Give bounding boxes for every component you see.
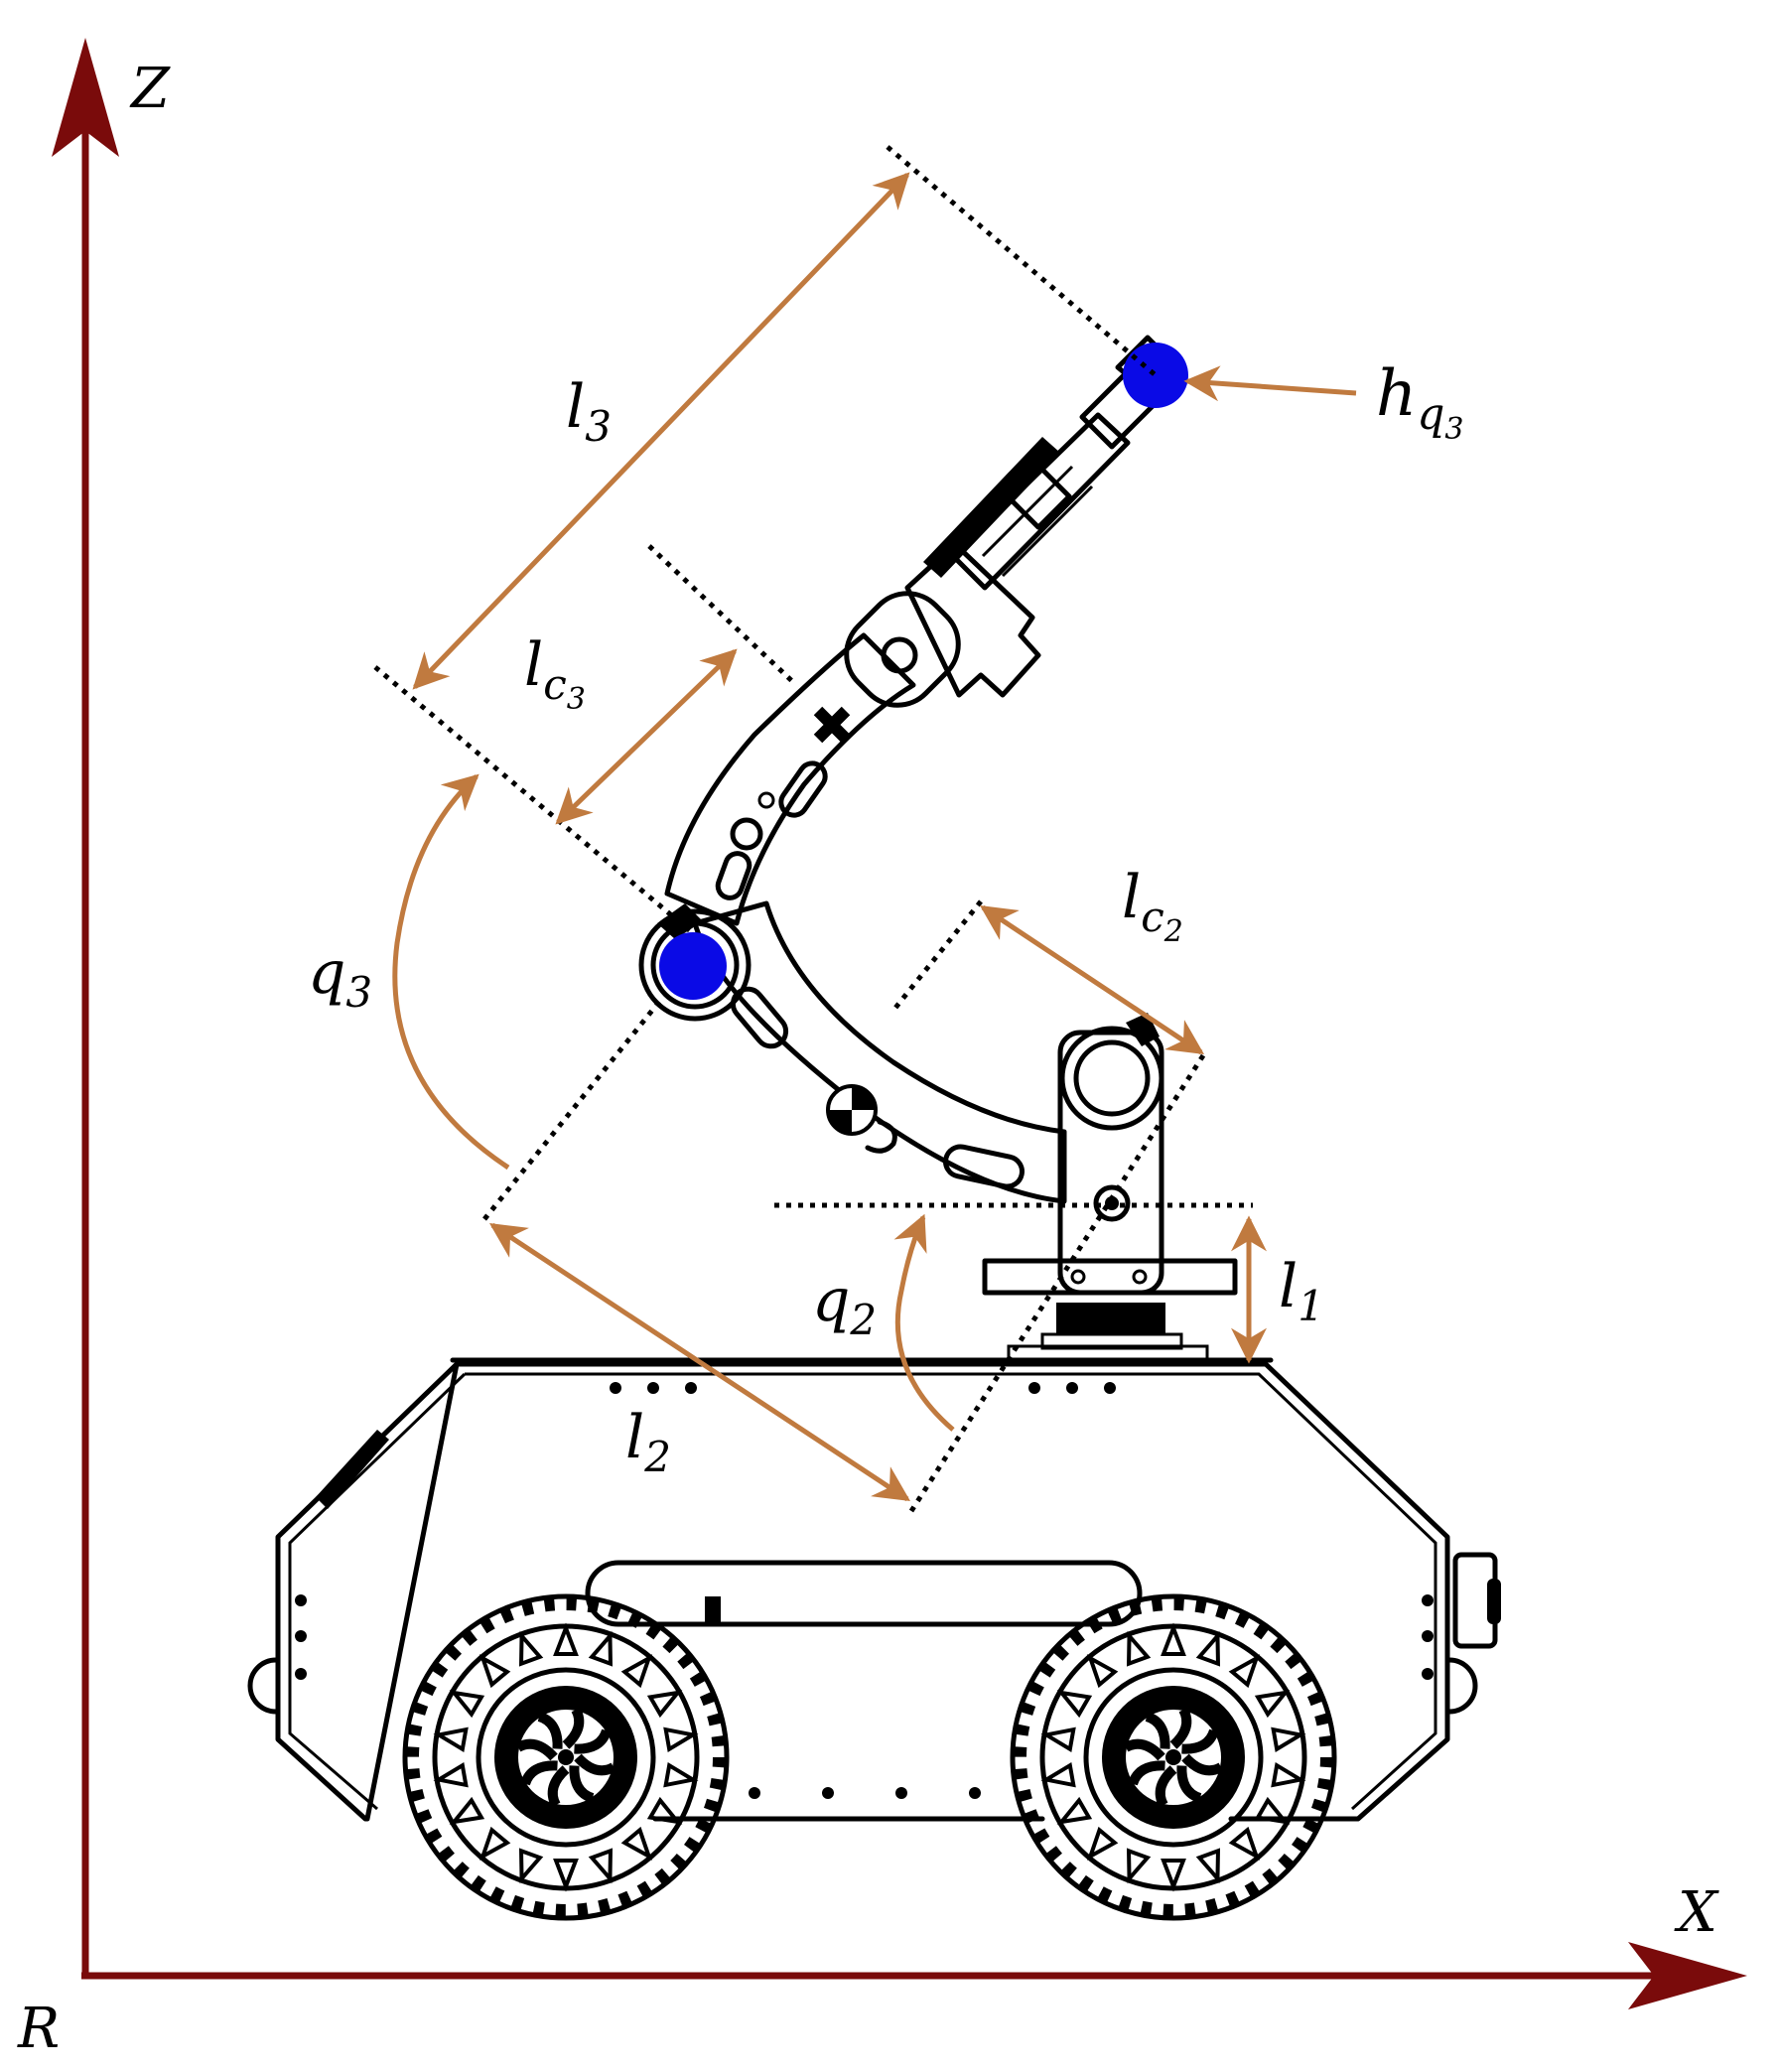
chassis-inner-outline [288, 1372, 1437, 1811]
z-axis-arrowhead [52, 38, 119, 157]
ref-line-link3-start [373, 665, 695, 935]
dimension-arrows [392, 172, 1357, 1502]
chassis-slot [585, 1560, 1143, 1627]
link-3-center-of-mass-icon [813, 706, 851, 744]
rear-rim [1083, 1667, 1264, 1848]
labels: l3 lc3 lc2 q3 q2 l2 l1 hq3 [308, 357, 1463, 1481]
ref-line-link2-upper [908, 1050, 1208, 1513]
base-shoulder-ring-inner [1073, 1039, 1151, 1117]
x-axis-arrowhead [1628, 1942, 1747, 2009]
front-bumper [247, 1657, 279, 1715]
base-flange [982, 1258, 1238, 1296]
ref-line-link2-lower [482, 995, 665, 1221]
rear-connector-inner [1487, 1579, 1501, 1624]
rear-tire-tread [1015, 1598, 1332, 1916]
lc3-arrow [555, 648, 738, 825]
link-3-pin [757, 791, 775, 809]
link-2-body [692, 900, 1067, 1204]
reference-frame: Z X R [17, 38, 1747, 2061]
front-hub-spokes [515, 1707, 616, 1808]
rover-chassis [247, 1357, 1501, 1822]
elbow-joint-marker [659, 932, 727, 1000]
link-3 [664, 335, 1182, 926]
label-hq3: hq3 [1376, 357, 1463, 447]
rear-axle [1165, 1749, 1181, 1765]
label-l1: l1 [1279, 1252, 1324, 1330]
origin-label: R [17, 1997, 60, 2061]
chassis-outline [275, 1361, 1450, 1822]
rear-bumper [1446, 1657, 1478, 1715]
z-axis-label: Z [129, 57, 171, 121]
forearm-rail [923, 437, 1060, 578]
base-column-pin-l [1070, 1269, 1086, 1285]
label-l2: l2 [625, 1403, 671, 1481]
q3-arc [392, 773, 510, 1171]
base-mount-plate [1007, 1344, 1209, 1362]
label-q3: q3 [308, 938, 372, 1017]
elbow-housing [638, 908, 752, 1022]
front-axle [558, 1749, 574, 1765]
q2-arc [893, 1213, 955, 1432]
link-2-hook [865, 1119, 897, 1154]
label-l3: l3 [566, 372, 612, 451]
forearm-rod [950, 412, 1131, 591]
link-3-joint-cap [844, 591, 961, 708]
chassis-slot-latch [705, 1596, 721, 1626]
link-2-slot-b [943, 1144, 1025, 1189]
label-lc3: lc3 [524, 630, 586, 717]
link-3-slot-b [715, 851, 752, 900]
lc2-arrow [980, 904, 1204, 1055]
x-axis-label: X [1674, 1880, 1719, 1945]
front-rim [476, 1667, 656, 1848]
front-tire-tread [407, 1598, 725, 1916]
link-2-center-of-mass-icon [826, 1084, 878, 1136]
front-tire-outer [402, 1593, 730, 1921]
front-side-ridge [316, 1430, 389, 1509]
link-3-hole [730, 817, 763, 851]
ref-line-top [886, 145, 1158, 377]
rear-wheel [1010, 1593, 1337, 1921]
base-nut-top [1064, 1307, 1158, 1324]
base-shoulder-tab [1126, 1013, 1160, 1046]
front-wheel [402, 1593, 730, 1921]
forearm-housing [904, 541, 1041, 698]
link-2 [692, 900, 1067, 1204]
end-effector-marker [1123, 343, 1188, 408]
hq3-arrow [1183, 365, 1357, 402]
forearm-clamp [1005, 463, 1072, 530]
l2-arrow [488, 1222, 911, 1502]
label-q2: q2 [812, 1266, 877, 1344]
l3-arrow [412, 172, 910, 690]
label-lc2: lc2 [1122, 863, 1183, 949]
link-3-slot-a [778, 760, 828, 818]
base-column-pin-r [1132, 1269, 1148, 1285]
rear-hub-spokes [1123, 1707, 1224, 1808]
link-3-joint-bolt [881, 636, 918, 674]
ref-line-com2 [889, 899, 983, 1015]
arm-base [982, 1013, 1238, 1362]
rear-tire-outer [1010, 1593, 1337, 1921]
